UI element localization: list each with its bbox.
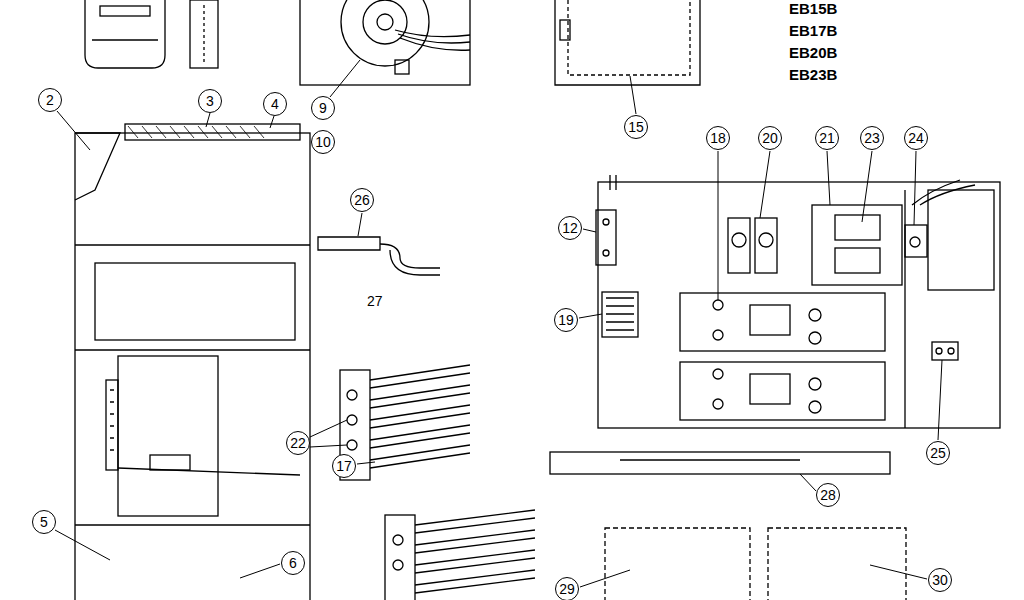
callout-circle: 22 <box>286 431 310 455</box>
callout-number: 18 <box>710 131 726 145</box>
callout-circle: 28 <box>816 483 840 507</box>
callout-number: 4 <box>271 97 279 111</box>
callout-number: 17 <box>336 459 352 473</box>
callout-number: 28 <box>820 488 836 502</box>
model-number: EB23B <box>789 67 837 82</box>
callout-number: 26 <box>354 193 370 207</box>
callout-number: 23 <box>864 131 880 145</box>
callout-circle: 23 <box>860 126 884 150</box>
callout-circle: 2 <box>38 88 62 112</box>
callout-number: 10 <box>315 135 331 149</box>
callout-circle: 5 <box>32 510 56 534</box>
model-number: EB20B <box>789 45 837 60</box>
callout-circle: 21 <box>815 126 839 150</box>
callout-circle: 24 <box>904 126 928 150</box>
callout-number: 15 <box>628 120 644 134</box>
model-number: EB17B <box>789 23 837 38</box>
callout-circle: 18 <box>706 126 730 150</box>
callout-number: 24 <box>908 131 924 145</box>
callout-circle: 29 <box>555 577 579 600</box>
callout-number: 3 <box>206 94 214 108</box>
callout-number: 12 <box>562 221 578 235</box>
callout-number: 22 <box>290 436 306 450</box>
callout-circle: 25 <box>926 441 950 465</box>
callout-number: 5 <box>40 515 48 529</box>
callout-number: 19 <box>558 313 574 327</box>
callout-circle: 15 <box>624 115 648 139</box>
callout-number: 9 <box>319 101 327 115</box>
callout-circle: 9 <box>311 96 335 120</box>
callout-number: 2 <box>46 93 54 107</box>
callout-circle: 20 <box>758 126 782 150</box>
callout-number: 25 <box>930 446 946 460</box>
callout-circle: 3 <box>198 89 222 113</box>
callout-circle: 19 <box>554 308 578 332</box>
model-number: EB15B <box>789 1 837 16</box>
callout-number: 27 <box>366 294 384 308</box>
callout-number: 29 <box>559 582 575 596</box>
callout-number: 30 <box>932 573 948 587</box>
callout-number: 6 <box>289 556 297 570</box>
callout-circle: 17 <box>332 454 356 478</box>
callout-number: 21 <box>819 131 835 145</box>
callout-number: 20 <box>762 131 778 145</box>
callout-circle: 12 <box>558 216 582 240</box>
callout-circle: 26 <box>350 188 374 212</box>
callout-circle: 6 <box>281 551 305 575</box>
callout-circle: 30 <box>928 568 952 592</box>
callout-circle: 10 <box>311 130 335 154</box>
callout-circle: 4 <box>263 92 287 116</box>
